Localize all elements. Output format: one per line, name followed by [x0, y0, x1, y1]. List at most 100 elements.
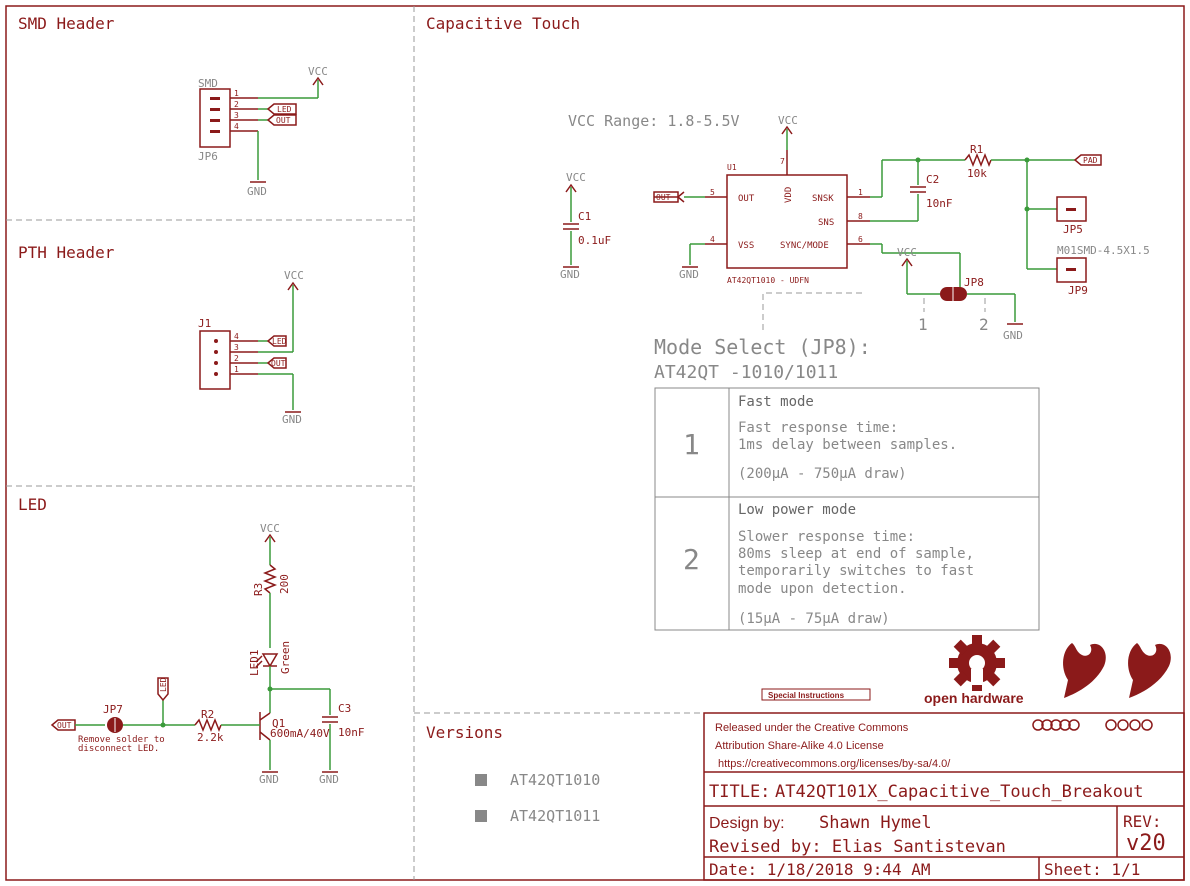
u1-pin-out-label: OUT [738, 194, 755, 204]
u1-pin-number: 4 [710, 235, 715, 244]
mode-row-heading: Fast mode [738, 394, 814, 410]
j1-connector-body [199, 330, 231, 390]
title-block-frame [703, 712, 1185, 881]
q1-gnd-label: GND [259, 773, 279, 786]
r1-value-label: 10k [967, 167, 987, 180]
r2-value-label: 2.2k [197, 731, 224, 744]
jp5-pad-body [1056, 196, 1087, 222]
r3-resistor-symbol [262, 564, 278, 594]
pad-tag-label: PAD [1083, 156, 1098, 165]
u1-pin-number: 1 [858, 188, 863, 197]
jp6-pin-number: 3 [234, 111, 239, 120]
version-bullet [475, 774, 487, 786]
j1-pin-number: 4 [234, 332, 239, 341]
c2-value-label: 10nF [926, 197, 953, 210]
cc-license-icons [1032, 719, 1153, 731]
jp8-position-1: 1 [918, 315, 928, 334]
jp6-pin-number: 1 [234, 89, 239, 98]
title-label: TITLE: [709, 782, 770, 802]
j1-pin-number: 1 [234, 365, 239, 374]
license-line-2: Attribution Share-Alike 4.0 License [715, 740, 884, 752]
sparkfun-flame-icon [1128, 643, 1171, 698]
jp6-ref-label: SMD [198, 77, 218, 90]
section-title-capacitive-touch: Capacitive Touch [426, 14, 580, 33]
vcc-arrow-icon [565, 183, 577, 193]
jp6-pin-number: 4 [234, 122, 239, 131]
sheet-number: Sheet: 1/1 [1044, 860, 1140, 879]
led-out-tag-label: OUT [57, 721, 72, 730]
jp6-name-label: JP6 [198, 150, 218, 163]
led1-diode-icon [261, 653, 279, 668]
jp9-part-label: M01SMD-4.5X1.5 [1057, 244, 1150, 257]
pth-led-tag-label: LED [272, 337, 287, 346]
u1-part-label: AT42QT1010 - UDFN [727, 276, 809, 285]
u1-pin-vss-label: VSS [738, 241, 754, 251]
mode-row-line: temporarily switches to fast [738, 563, 974, 579]
pth-header-circuit: J1 4 3 2 1 LED VCC OUT GND [198, 269, 304, 426]
mode-row-line: Fast response time: [738, 420, 898, 436]
u1-pin-number: 6 [858, 235, 863, 244]
mode-select-table: Mode Select (JP8): AT42QT -1010/1011 1 F… [654, 335, 1040, 631]
smd-gnd-label: GND [247, 185, 267, 198]
versions-list: AT42QT1010 AT42QT1011 [475, 771, 600, 825]
q1-name-label: Q1 [272, 717, 285, 730]
date-label: Date: 1/18/2018 9:44 AM [709, 860, 931, 879]
mode-callout-line [762, 292, 862, 330]
smd-led-tag-label: LED [277, 105, 292, 114]
jp7-note-line1: Remove solder to [78, 735, 165, 745]
mode-select-subtitle: AT42QT -1010/1011 [654, 362, 838, 383]
pth-gnd-label: GND [282, 413, 302, 426]
c1-vcc-label: VCC [566, 171, 586, 184]
jp8-gnd-label: GND [1003, 329, 1023, 342]
vcc-arrow-icon [264, 533, 276, 543]
open-hardware-label: open hardware [924, 690, 1024, 706]
jp8-vcc-label: VCC [897, 246, 917, 259]
open-hardware-gear-icon [949, 635, 1005, 691]
jp6-connector-body [199, 88, 231, 148]
out-net-tag [266, 114, 297, 126]
smd-header-circuit: SMD 1 2 3 4 VCC LED OUT GND JP6 [198, 65, 328, 198]
design-by-label: Design by: [709, 815, 785, 832]
c3-value-label: 10nF [338, 726, 365, 739]
smd-out-tag-label: OUT [276, 116, 291, 125]
u1-pin-sync-label: SYNC/MODE [780, 241, 829, 251]
u1-pin-snsk-label: SNSK [812, 194, 834, 204]
c1-gnd-label: GND [560, 268, 580, 281]
r2-name-label: R2 [201, 708, 214, 721]
logos: Special Instructions open hardware [761, 635, 1171, 706]
jp7-note-line2: disconnect LED. [78, 744, 159, 754]
section-title-led: LED [18, 495, 47, 514]
c1-value-label: 0.1uF [578, 234, 611, 247]
mode-row-line: mode upon detection. [738, 581, 907, 597]
led-net-tag [266, 335, 287, 347]
q1-value-label: 600mA/40V [270, 727, 330, 740]
sheet-frame [5, 5, 1185, 881]
version-bullet [475, 810, 487, 822]
led1-name-label: LED1 [248, 650, 261, 677]
mode-row-number: 2 [683, 543, 700, 576]
led-net-tag [266, 103, 297, 115]
mode-row-line: 80ms sleep at end of sample, [738, 546, 974, 562]
sparkfun-flame-icon [1063, 643, 1106, 698]
r1-resistor-symbol [964, 152, 992, 168]
jp6-pin-mark [210, 97, 220, 100]
cap-out-tag-label: OUT [656, 193, 671, 202]
j1-pin-number: 2 [234, 354, 239, 363]
u1-pin-vdd-label: VDD [784, 187, 794, 203]
section-title-versions: Versions [426, 723, 503, 742]
u1-pin-number: 7 [780, 157, 785, 166]
r3-name-label: R3 [252, 583, 265, 596]
vcc-arrow-icon [901, 257, 913, 267]
led-vcc-label: VCC [260, 522, 280, 535]
u1-pin-number: 5 [710, 188, 715, 197]
u1-pin-number: 8 [858, 212, 863, 221]
jp8-position-2: 2 [979, 315, 989, 334]
vcc-arrow-icon [312, 76, 324, 86]
j1-name-label: J1 [198, 317, 211, 330]
license-url[interactable]: https://creativecommons.org/licenses/by-… [718, 758, 951, 770]
u1-pin-sns-label: SNS [818, 218, 834, 228]
jp7-name-label: JP7 [103, 703, 123, 716]
mode-select-title: Mode Select (JP8): [654, 335, 871, 359]
r2-resistor-symbol [194, 717, 222, 733]
